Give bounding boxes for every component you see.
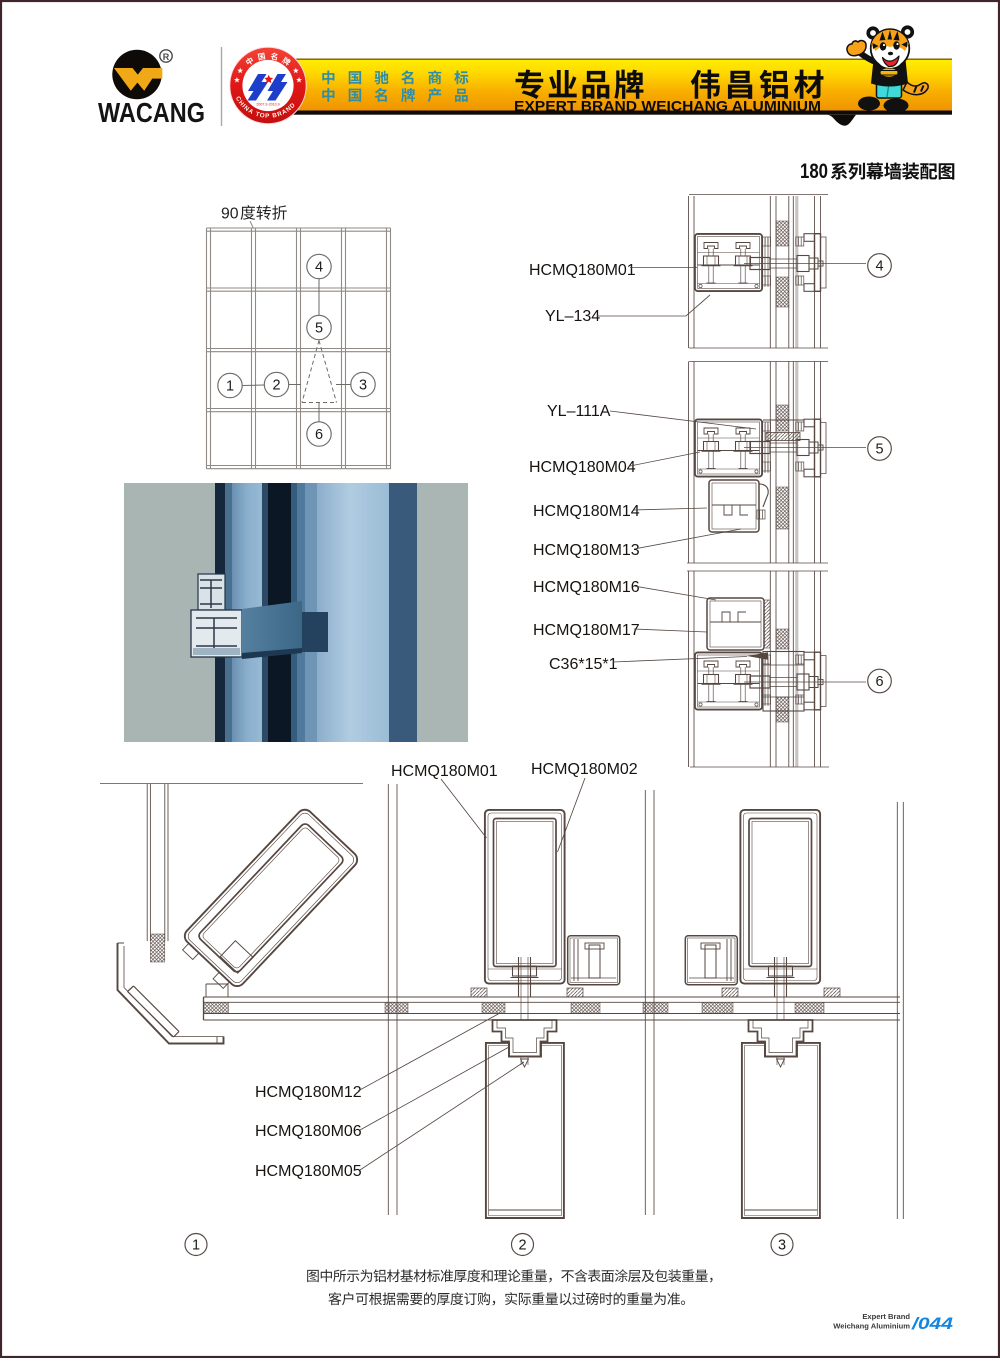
svg-text:HCMQ180M14: HCMQ180M14 xyxy=(533,503,640,520)
svg-text:4: 4 xyxy=(875,259,883,275)
svg-text:1: 1 xyxy=(226,379,234,395)
svg-text:HCMQ180M01: HCMQ180M01 xyxy=(391,763,498,780)
svg-text:3: 3 xyxy=(359,378,367,394)
svg-text:HCMQ180M12: HCMQ180M12 xyxy=(255,1084,362,1101)
svg-text:Expert Brand: Expert Brand xyxy=(862,1312,910,1321)
svg-text:HCMQ180M05: HCMQ180M05 xyxy=(255,1163,362,1180)
svg-text:HCMQ180M06: HCMQ180M06 xyxy=(255,1123,362,1140)
svg-text:HCMQ180M16: HCMQ180M16 xyxy=(533,579,640,596)
svg-text:2: 2 xyxy=(272,378,280,394)
svg-text:1: 1 xyxy=(192,1238,200,1254)
svg-text:HCMQ180M02: HCMQ180M02 xyxy=(531,761,638,778)
svg-text:90: 90 xyxy=(221,206,239,223)
svg-text:HCMQ180M17: HCMQ180M17 xyxy=(533,622,640,639)
svg-text:C36*15*1: C36*15*1 xyxy=(549,656,618,673)
svg-text:YL–111A: YL–111A xyxy=(547,403,611,420)
svg-text:3: 3 xyxy=(778,1238,786,1254)
svg-text:180: 180 xyxy=(800,160,828,183)
svg-text:6: 6 xyxy=(875,674,883,690)
svg-text:5: 5 xyxy=(315,321,323,337)
svg-text:HCMQ180M01: HCMQ180M01 xyxy=(529,262,636,279)
svg-text:Weichang Aluminium: Weichang Aluminium xyxy=(833,1322,910,1331)
svg-text:/044: /044 xyxy=(911,1315,953,1333)
svg-text:EXPERT BRAND WEICHANG ALUMINIU: EXPERT BRAND WEICHANG ALUMINIUM xyxy=(514,99,821,115)
svg-text:YL–134: YL–134 xyxy=(545,308,600,325)
svg-text:2007.9-2010.9: 2007.9-2010.9 xyxy=(256,103,279,107)
svg-text:R: R xyxy=(163,52,170,62)
svg-text:WACANG: WACANG xyxy=(98,97,205,128)
svg-text:5: 5 xyxy=(875,442,883,458)
svg-text:4: 4 xyxy=(315,260,323,276)
svg-text:6: 6 xyxy=(315,427,323,443)
svg-text:HCMQ180M13: HCMQ180M13 xyxy=(533,542,640,559)
svg-text:2: 2 xyxy=(518,1238,526,1254)
svg-text:HCMQ180M04: HCMQ180M04 xyxy=(529,459,636,476)
